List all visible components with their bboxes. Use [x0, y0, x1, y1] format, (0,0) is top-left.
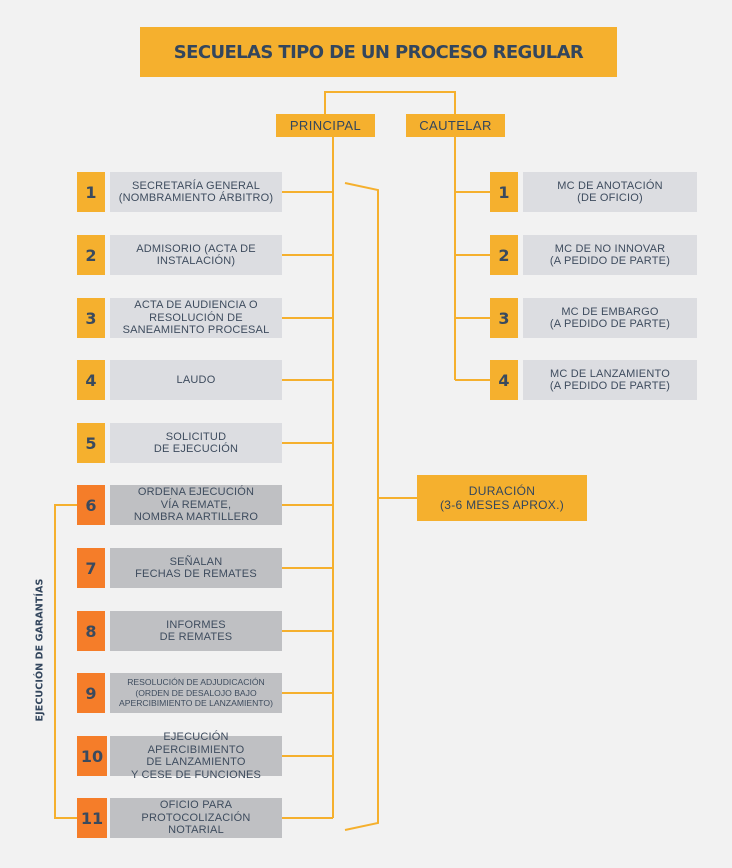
principal-step-number: 11 [77, 798, 107, 838]
principal-step-number: 2 [77, 235, 105, 275]
principal-step-box: SEÑALAN FECHAS DE REMATES [110, 548, 282, 588]
cautelar-step-box: MC DE ANOTACIÓN (DE OFICIO) [523, 172, 697, 212]
branch-cautelar: CAUTELAR [406, 114, 505, 137]
principal-step-number: 10 [77, 736, 107, 776]
principal-step-number: 8 [77, 611, 105, 651]
branch-principal: PRINCIPAL [276, 114, 375, 137]
principal-step-box: INFORMES DE REMATES [110, 611, 282, 651]
principal-step-number: 1 [77, 172, 105, 212]
duration-box: DURACIÓN (3-6 MESES APROX.) [417, 475, 587, 521]
principal-step-box: OFICIO PARA PROTOCOLIZACIÓN NOTARIAL [110, 798, 282, 838]
cautelar-step-number: 3 [490, 298, 518, 338]
principal-step-number: 6 [77, 485, 105, 525]
side-label: EJECUCIÓN DE GARANTÍAS [34, 578, 46, 722]
principal-step-box: EJECUCIÓN APERCIBIMIENTO DE LANZAMIENTO … [110, 731, 282, 781]
cautelar-step-box: MC DE EMBARGO (A PEDIDO DE PARTE) [523, 298, 697, 338]
principal-step-number: 4 [77, 360, 105, 400]
cautelar-step-number: 4 [490, 360, 518, 400]
diagram-title: SECUELAS TIPO DE UN PROCESO REGULAR [140, 27, 617, 77]
principal-step-box: ACTA DE AUDIENCIA O RESOLUCIÓN DE SANEAM… [110, 298, 282, 338]
principal-step-box: LAUDO [110, 360, 282, 400]
principal-step-number: 9 [77, 673, 105, 713]
cautelar-step-number: 2 [490, 235, 518, 275]
principal-step-box: SOLICITUD DE EJECUCIÓN [110, 423, 282, 463]
cautelar-step-number: 1 [490, 172, 518, 212]
principal-step-number: 7 [77, 548, 105, 588]
principal-step-box: RESOLUCIÓN DE ADJUDICACIÓN (ORDEN DE DES… [110, 673, 282, 713]
principal-step-box: SECRETARÍA GENERAL (NOMBRAMIENTO ÁRBITRO… [110, 172, 282, 212]
principal-step-box: ORDENA EJECUCIÓN VÍA REMATE, NOMBRA MART… [110, 485, 282, 525]
principal-step-number: 3 [77, 298, 105, 338]
cautelar-step-box: MC DE NO INNOVAR (A PEDIDO DE PARTE) [523, 235, 697, 275]
principal-step-number: 5 [77, 423, 105, 463]
principal-step-box: ADMISORIO (ACTA DE INSTALACIÓN) [110, 235, 282, 275]
cautelar-step-box: MC DE LANZAMIENTO (A PEDIDO DE PARTE) [523, 360, 697, 400]
